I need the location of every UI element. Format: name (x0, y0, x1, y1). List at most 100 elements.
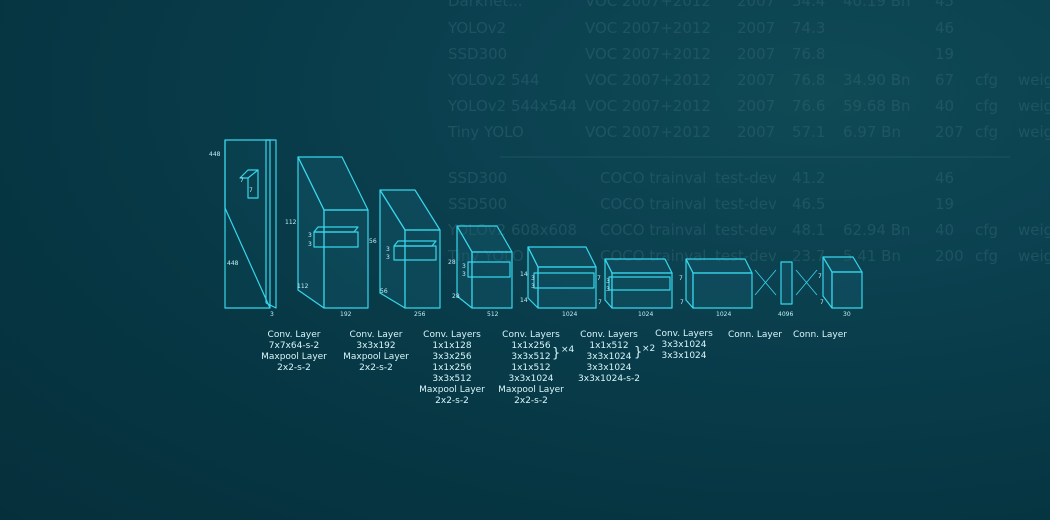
bg-cell: test-dev (715, 221, 777, 239)
bg-cell: VOC 2007+2012 (585, 45, 711, 63)
kernel-edge (247, 169, 259, 179)
dim-label: 28 (452, 293, 460, 300)
input-image-slab: 448 448 3 7 7 (209, 139, 277, 318)
bg-cell: VOC 2007+2012 (585, 0, 711, 10)
cube-top (685, 258, 753, 274)
dim-label: 3 (386, 246, 390, 253)
caption-line: Conv. Layer (350, 330, 403, 340)
caption-line: 3x3x1024 (661, 340, 706, 350)
kernel-front (533, 272, 595, 289)
dim-label: 7 (598, 299, 602, 306)
dim-label: 256 (414, 311, 426, 318)
dim-label: 3 (531, 283, 535, 290)
bg-cell: 40 (935, 97, 954, 115)
dim-label: 7 (680, 299, 684, 306)
bg-cell: 67 (935, 71, 954, 89)
caption-line: Maxpool Layer (261, 352, 327, 362)
bg-cell: 74.3 (792, 19, 825, 37)
caption-line: 2x2-s-2 (359, 363, 393, 373)
bg-cell: 62.94 Bn (843, 221, 911, 239)
caption-line: 3x3x1024 (508, 374, 553, 384)
caption-line: 2x2-s-2 (514, 396, 548, 406)
bg-cell: 57.1 (792, 123, 825, 141)
dim-label: 7 (597, 275, 601, 282)
repeat-count: ×2 (642, 344, 655, 354)
caption-line: 1x1x256 (432, 363, 472, 373)
bg-cell: weights (1018, 123, 1050, 141)
caption-line: Maxpool Layer (343, 352, 409, 362)
dim-label: 56 (369, 238, 377, 245)
kernel-front (313, 231, 359, 248)
input-side (265, 139, 277, 309)
dim-label: 192 (340, 311, 352, 318)
caption-line: 7x7x64-s-2 (269, 341, 319, 351)
captions: Conv. Layer 7x7x64-s-2 Maxpool Layer 2x2… (261, 329, 847, 406)
dim-label: 30 (843, 311, 851, 318)
dim-label: 7 (240, 177, 244, 184)
bg-cell: 76.8 (792, 71, 825, 89)
bg-cell: 19 (935, 45, 954, 63)
conv-block-7: 7 7 1024 (679, 258, 753, 318)
conv-block-6: 7 7 1024 3 3 (597, 258, 673, 318)
dim-label: 3 (386, 254, 390, 261)
bg-cell: COCO trainval (600, 195, 706, 213)
dim-label: 28 (448, 259, 456, 266)
conv-block-3: 56 56 256 3 3 (369, 189, 441, 318)
dim-label: 448 (209, 151, 221, 158)
caption-line: Conv. Layers (655, 329, 713, 339)
bg-cell: weights (1018, 71, 1050, 89)
dim-label: 7 (820, 299, 824, 306)
caption-line: 1x1x128 (432, 341, 472, 351)
caption-line: 3x3x192 (356, 341, 395, 351)
dim-label: 7 (679, 275, 683, 282)
dim-label: 4096 (778, 311, 793, 318)
brace-glyph: } (552, 346, 560, 361)
cube-front (471, 251, 513, 309)
dim-label: 3 (308, 241, 312, 248)
bg-cell: 46 (935, 169, 954, 187)
caption-line: 3x3x1024 (586, 352, 631, 362)
bg-cell: 45 (935, 0, 954, 10)
dim-label: 56 (380, 288, 388, 295)
bg-cell: COCO trainval (600, 221, 706, 239)
bg-cell: VOC 2007+2012 (585, 123, 711, 141)
bg-cell: 41.2 (792, 169, 825, 187)
bg-cell: 76.6 (792, 97, 825, 115)
bg-cell: SSD500 (448, 195, 507, 213)
kernel-front (467, 261, 511, 278)
bg-cell: cfg (975, 247, 998, 265)
dim-label: 3 (462, 271, 466, 278)
bg-cell: 54.4 (792, 0, 825, 10)
bg-cell: 5.41 Bn (843, 247, 901, 265)
bg-cell: 207 (935, 123, 964, 141)
repeat-count: ×4 (561, 345, 575, 355)
caption-line: 1x1x256 (511, 341, 551, 351)
background-table: Darknet... VOC 2007+2012 2007 54.4 40.19… (447, 0, 1050, 265)
connector (754, 269, 777, 296)
caption-line: Maxpool Layer (498, 385, 564, 395)
bg-cell: 23.7 (792, 247, 825, 265)
connection-lines-2 (795, 269, 818, 296)
bg-cell: cfg (975, 97, 998, 115)
caption-line: 2x2-s-2 (277, 363, 311, 373)
bg-cell: Tiny YOLO (447, 123, 524, 141)
bg-cell: 2007 (737, 71, 775, 89)
bg-cell: 6.97 Bn (843, 123, 901, 141)
bg-cell: VOC 2007+2012 (585, 19, 711, 37)
conv-block-2: 112 112 192 3 3 (285, 156, 369, 318)
caption-line: Conv. Layers (580, 330, 638, 340)
conv-block-5: 14 14 1024 3 3 (520, 246, 597, 318)
dim-label: 7 (818, 273, 822, 280)
bg-cell: 2007 (737, 45, 775, 63)
caption-line: 1x1x512 (511, 363, 550, 373)
bg-cell: VOC 2007+2012 (585, 97, 711, 115)
dim-label: 512 (487, 311, 499, 318)
bg-cell: VOC 2007+2012 (585, 71, 711, 89)
dim-label: 1024 (716, 311, 731, 318)
caption-line: 3x3x1024 (661, 351, 706, 361)
input-edge (224, 140, 271, 309)
bg-cell: 19 (935, 195, 954, 213)
bg-cell: SSD300 (448, 169, 507, 187)
dim-label: 112 (297, 283, 309, 290)
caption-line: 3x3x512 (432, 374, 471, 384)
